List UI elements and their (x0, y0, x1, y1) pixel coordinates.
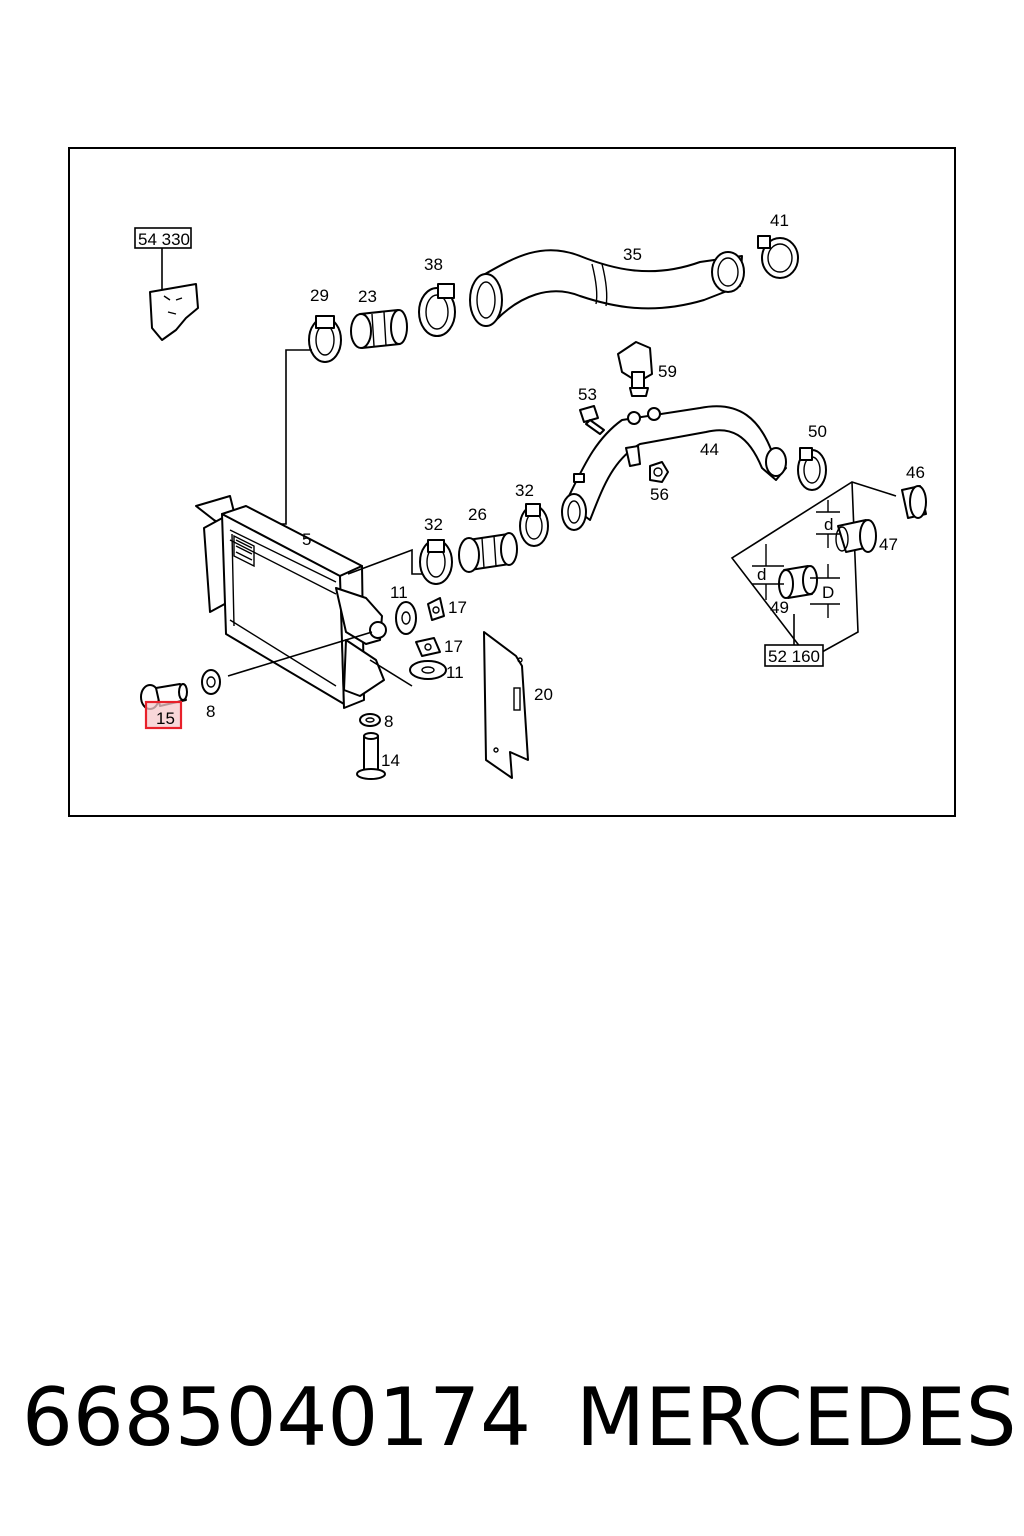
callout-17-lower: 17 (444, 637, 463, 656)
clamp-32-lower[interactable] (419, 539, 453, 585)
bushing-8-center[interactable] (359, 713, 381, 727)
intercooler-5[interactable] (195, 495, 387, 709)
callout-5: 5 (302, 530, 311, 549)
sleeve-23[interactable] (350, 309, 408, 349)
pipe-44[interactable] (561, 405, 787, 531)
bolt-53[interactable] (579, 405, 605, 435)
clamp-50[interactable] (797, 447, 827, 491)
callout-47: 47 (879, 535, 898, 554)
clamp-29[interactable] (308, 315, 342, 363)
brand-name: MERCEDES (576, 1371, 1017, 1464)
callout-11-upper: 11 (390, 583, 408, 602)
pin-14[interactable] (356, 732, 386, 780)
ref-box-54330 (134, 227, 192, 249)
washer-11-lower[interactable] (409, 660, 447, 680)
callout-8-center: 8 (384, 712, 393, 731)
callout-49: 49 (770, 598, 789, 617)
footer: 6685040174 MERCEDES (20, 1368, 1017, 1468)
callout-44: 44 (700, 440, 719, 459)
callout-50: 50 (808, 422, 827, 441)
washer-11-upper[interactable] (395, 601, 417, 635)
clamp-41[interactable] (757, 235, 799, 279)
dim-d-lower: d (757, 565, 766, 584)
callout-29: 29 (310, 286, 329, 305)
clamp-32-upper[interactable] (519, 503, 549, 547)
callout-11-lower: 11 (446, 663, 464, 682)
callout-8-left: 8 (206, 702, 215, 721)
sleeve-26[interactable] (458, 532, 518, 573)
callout-15: 15 (156, 709, 175, 728)
sleeve-47[interactable] (835, 519, 877, 553)
bushing-8-left[interactable] (201, 669, 221, 695)
sleeve-49[interactable] (778, 565, 818, 599)
valve-59[interactable] (617, 341, 653, 397)
dim-d-upper: d (824, 515, 833, 534)
sleeve-46[interactable] (901, 485, 927, 519)
callout-23: 23 (358, 287, 377, 306)
callout-59: 59 (658, 362, 677, 381)
clamp-38[interactable] (418, 283, 456, 337)
callout-46: 46 (906, 463, 925, 482)
callout-41: 41 (770, 211, 789, 230)
callout-53: 53 (578, 385, 597, 404)
callout-52160: 52 160 (768, 647, 820, 666)
callout-32-lower: 32 (424, 515, 443, 534)
bracket-54330: 54 330 (134, 227, 199, 341)
highlight-15[interactable] (144, 700, 183, 730)
part-number: 6685040174 (22, 1371, 531, 1464)
callout-38: 38 (424, 255, 443, 274)
nut-56[interactable] (649, 461, 669, 483)
dim-D: D (822, 583, 834, 602)
callout-32-upper: 32 (515, 481, 534, 500)
clip-17-lower[interactable] (415, 637, 441, 657)
hose-35[interactable] (469, 249, 745, 327)
callout-17-upper: 17 (448, 598, 467, 617)
ref-box-52160 (764, 644, 824, 667)
callout-20: 20 (534, 685, 553, 704)
callout-35: 35 (623, 245, 642, 264)
callout-26: 26 (468, 505, 487, 524)
bolt-15[interactable] (140, 683, 188, 710)
callout-54330: 54 330 (138, 230, 190, 249)
callout-14: 14 (381, 751, 400, 770)
callout-56: 56 (650, 485, 669, 504)
clip-17-upper[interactable] (427, 597, 445, 621)
plate-20[interactable] (483, 631, 529, 779)
